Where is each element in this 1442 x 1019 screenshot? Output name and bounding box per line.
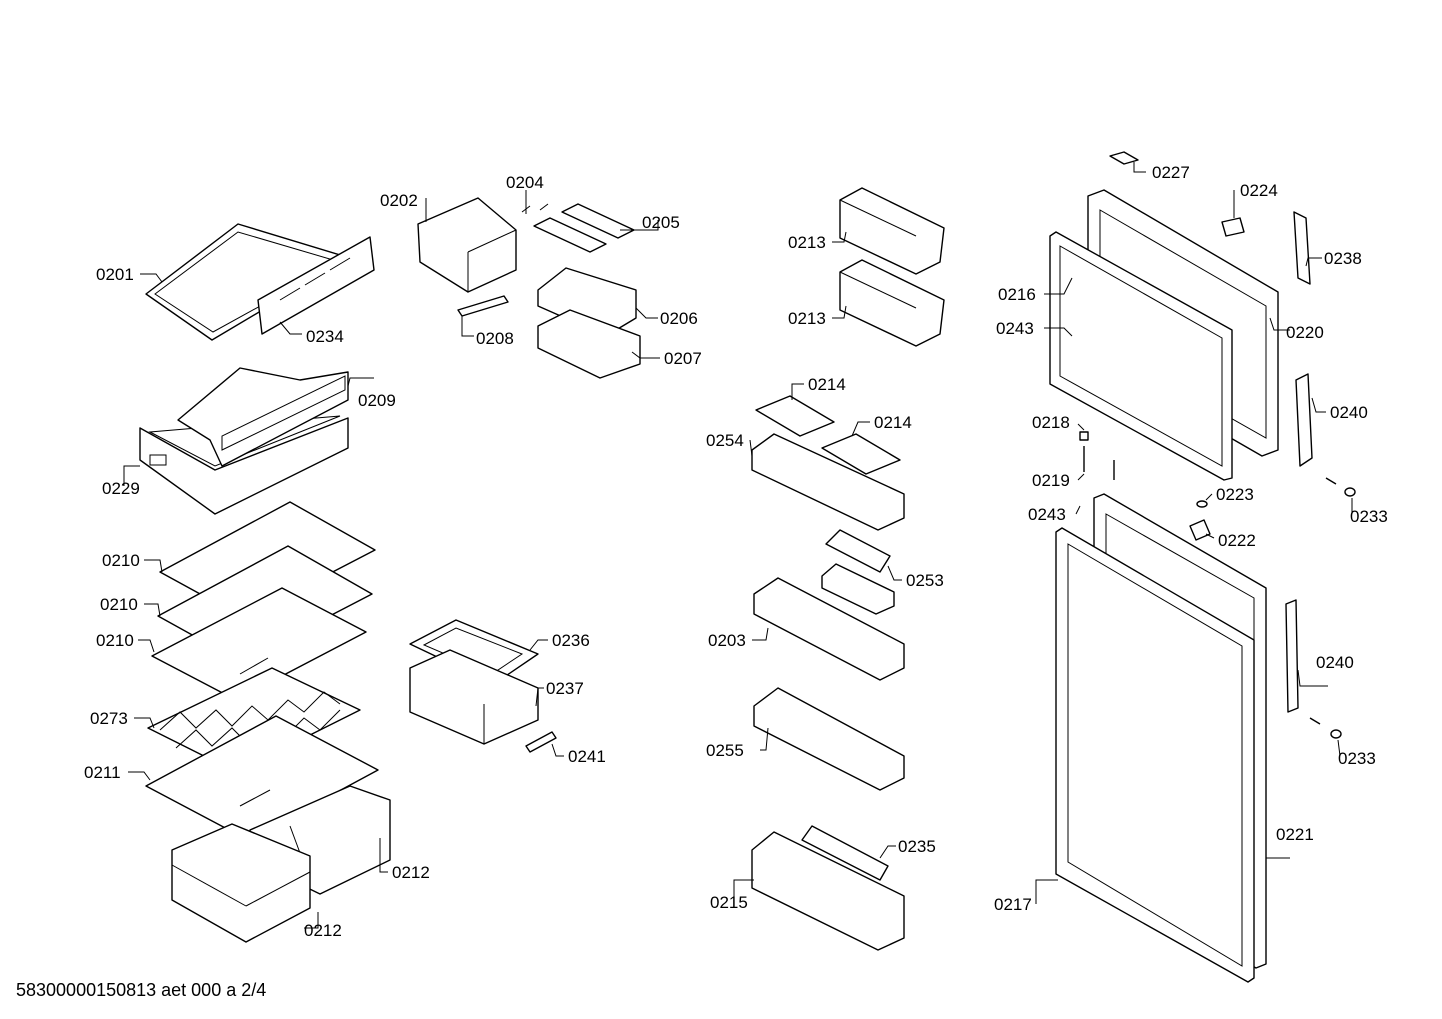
label-0233: 0233 (1350, 507, 1388, 526)
label-0210: 0210 (102, 551, 140, 570)
label-0211: 0211 (84, 763, 121, 782)
label-0240: 0240 (1330, 403, 1368, 422)
label-0254: 0254 (706, 431, 744, 450)
part-0233-screw-lower (1309, 717, 1342, 739)
part-0235-brush (801, 825, 889, 881)
label-0202: 0202 (380, 191, 418, 210)
part-0233-screw-upper (1325, 477, 1356, 497)
part-0238-hinge-cover (1293, 211, 1311, 285)
label-0212: 0212 (392, 863, 430, 882)
part-0218-bushing (1079, 431, 1089, 441)
part-0215-door-bin (751, 831, 905, 951)
label-0203: 0203 (708, 631, 746, 650)
part-0212-basket-front (171, 823, 311, 943)
part-0234-cover (257, 236, 375, 335)
label-0215: 0215 (710, 893, 748, 912)
part-0202-housing (417, 197, 517, 293)
label-0207: 0207 (664, 349, 702, 368)
label-0214: 0214 (874, 413, 912, 432)
part-0213-bin-upper (839, 187, 945, 275)
label-0223: 0223 (1216, 485, 1254, 504)
label-0216: 0216 (998, 285, 1036, 304)
part-0214-egg-tray-2 (821, 433, 901, 475)
part-0219-screw (1083, 446, 1115, 480)
label-0205: 0205 (642, 213, 680, 232)
label-0253: 0253 (906, 571, 944, 590)
label-0273: 0273 (90, 709, 128, 728)
leader-lines (123, 162, 1353, 929)
document-id-footer: 58300000150813 aet 000 a 2/4 (16, 980, 267, 1000)
label-0237: 0237 (546, 679, 584, 698)
label-0229: 0229 (102, 479, 140, 498)
label-0213: 0213 (788, 233, 826, 252)
part-0210-shelf-3 (151, 587, 367, 701)
label-0235: 0235 (898, 837, 936, 856)
label-0210: 0210 (100, 595, 138, 614)
part-0203-door-shelf (753, 577, 905, 681)
label-0213: 0213 (788, 309, 826, 328)
label-0255: 0255 (706, 741, 744, 760)
label-0222: 0222 (1218, 531, 1256, 550)
part-0240-handle-lower (1285, 599, 1299, 713)
part-0211-shelf (145, 715, 379, 841)
part-0207-ice-bin (537, 309, 641, 379)
label-0220: 0220 (1286, 323, 1324, 342)
label-0206: 0206 (660, 309, 698, 328)
part-0216-freezer-gasket (1049, 231, 1233, 481)
label-0233: 0233 (1338, 749, 1376, 768)
label-0209: 0209 (358, 391, 396, 410)
label-0212: 0212 (304, 921, 342, 940)
part-0222-hinge (1189, 519, 1211, 541)
label-0217: 0217 (994, 895, 1032, 914)
part-0214-egg-tray-1 (755, 395, 835, 437)
part-0227-clip (1109, 151, 1139, 165)
label-0208: 0208 (476, 329, 514, 348)
part-0255-door-shelf (753, 687, 905, 791)
label-0243: 0243 (1028, 505, 1066, 524)
part-0213-bin-lower (839, 259, 945, 347)
label-0224: 0224 (1240, 181, 1278, 200)
label-0204: 0204 (506, 173, 544, 192)
label-0238: 0238 (1324, 249, 1362, 268)
label-0227: 0227 (1152, 163, 1190, 182)
part-0206-ice-box (537, 267, 637, 337)
part-0253-cover (825, 529, 891, 573)
part-0254-door-shelf (751, 433, 905, 531)
part-0205-ice-tray-1 (533, 217, 607, 253)
part-0224-block (1221, 217, 1245, 237)
label-0241: 0241 (568, 747, 606, 766)
part-0208-strip (457, 295, 509, 317)
label-0218: 0218 (1032, 413, 1070, 432)
label-0236: 0236 (552, 631, 590, 650)
label-0201: 0201 (96, 265, 134, 284)
part-0217-fridge-gasket (1055, 527, 1255, 983)
label-0214: 0214 (808, 375, 846, 394)
label-0210: 0210 (96, 631, 134, 650)
part-0240-handle-upper (1295, 373, 1313, 467)
part-0223-washer (1196, 500, 1208, 508)
part-0241-strip (525, 731, 557, 753)
label-0240: 0240 (1316, 653, 1354, 672)
label-0234: 0234 (306, 327, 344, 346)
label-0221: 0221 (1276, 825, 1314, 844)
part-0253-tray (821, 563, 895, 615)
part-0237-bin (409, 649, 539, 745)
callout-labels: 0201 0234 0202 0204 0205 0208 0206 0207 … (84, 163, 1388, 940)
label-0219: 0219 (1032, 471, 1070, 490)
label-0243: 0243 (996, 319, 1034, 338)
